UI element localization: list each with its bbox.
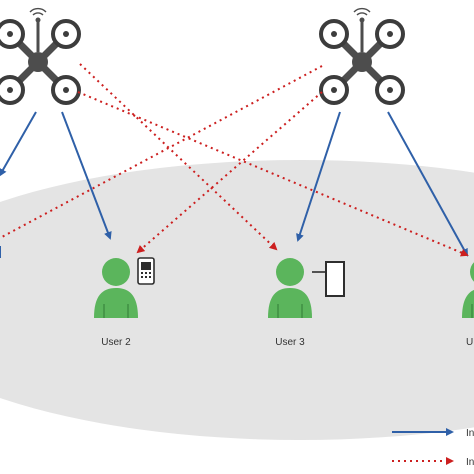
user-2-label: User 2 bbox=[101, 337, 131, 348]
blue-link-left-to-user1 bbox=[0, 111, 37, 177]
blue-link-right-to-user4 bbox=[387, 111, 468, 257]
quadcopter-icon bbox=[321, 9, 403, 103]
blue-link-left-to-user2 bbox=[61, 111, 112, 240]
tablet-icon bbox=[312, 261, 345, 297]
user-4-label: U bbox=[466, 337, 473, 348]
legend: In In bbox=[392, 428, 474, 468]
red-link-right-to-user2 bbox=[136, 91, 323, 254]
red-link-right-to-user1 bbox=[0, 65, 323, 239]
user-3-label: User 3 bbox=[275, 337, 305, 348]
coverage-area bbox=[0, 160, 474, 440]
smartphone-icon bbox=[137, 257, 155, 285]
red-links bbox=[0, 63, 469, 257]
quadcopter-icon bbox=[0, 9, 79, 103]
drone-left bbox=[0, 9, 79, 103]
legend-blue-label: In bbox=[466, 428, 474, 439]
blue-link-right-to-user3 bbox=[296, 111, 341, 242]
blue-links bbox=[0, 111, 468, 257]
legend-red-label: In bbox=[466, 457, 474, 468]
red-link-left-to-user4 bbox=[77, 91, 469, 257]
drone-right bbox=[321, 9, 403, 103]
